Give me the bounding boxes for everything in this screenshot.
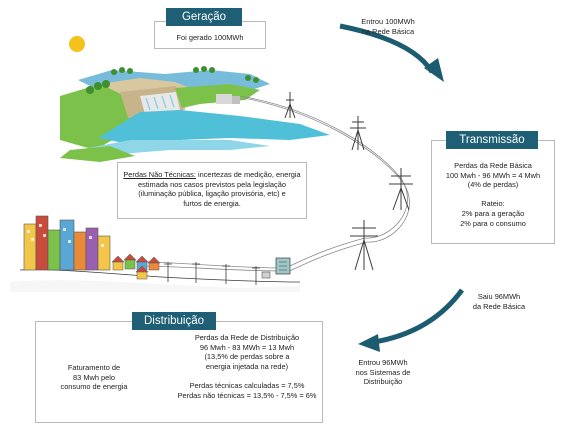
perdas-nao-tecnicas-box: Perdas Não Técnicas: incertezas de mediç… bbox=[117, 162, 307, 219]
distribuicao-calc-text: Perdas da Rede de Distribuição 96 Mwh - … bbox=[177, 333, 317, 400]
transmissao-text: Perdas da Rede Básica 100 Mwh - 96 MWh =… bbox=[445, 161, 541, 228]
houses-icon bbox=[111, 253, 161, 280]
entrou-distribuicao-label: Entrou 96MWh nos Sistemas de Distribuiçã… bbox=[355, 358, 411, 387]
transmissao-box: Perdas da Rede Básica 100 Mwh - 96 MWh =… bbox=[431, 140, 555, 244]
ground-grass bbox=[10, 280, 300, 292]
faturamento-text: Faturamento de 83 Mwh pelo consumo de en… bbox=[60, 363, 128, 392]
geracao-title: Geração bbox=[166, 8, 242, 26]
perdas-nao-tecnicas-label: Perdas Não Técnicas: bbox=[123, 170, 196, 179]
geracao-text: Foi gerado 100MWh bbox=[176, 33, 244, 42]
sun-icon bbox=[69, 36, 85, 52]
distribution-pole-icon bbox=[164, 262, 260, 285]
distribuicao-title: Distribuição bbox=[132, 312, 216, 330]
city-buildings-icon bbox=[23, 215, 111, 271]
substation-icon bbox=[261, 257, 291, 279]
transmissao-title: Transmissão bbox=[446, 131, 538, 149]
transmission-tower-icon bbox=[284, 92, 413, 271]
hydro-dam-icon bbox=[60, 66, 330, 162]
perdas-nao-tecnicas-text: Perdas Não Técnicas: incertezas de mediç… bbox=[123, 170, 301, 208]
saiu-rede-basica-label: Saiu 96MWh da Rede Básica bbox=[472, 292, 526, 311]
entrou-rede-basica-label: Entrou 100MWh na Rede Básica bbox=[361, 17, 415, 36]
distribuicao-box: Faturamento de 83 Mwh pelo consumo de en… bbox=[35, 321, 323, 423]
